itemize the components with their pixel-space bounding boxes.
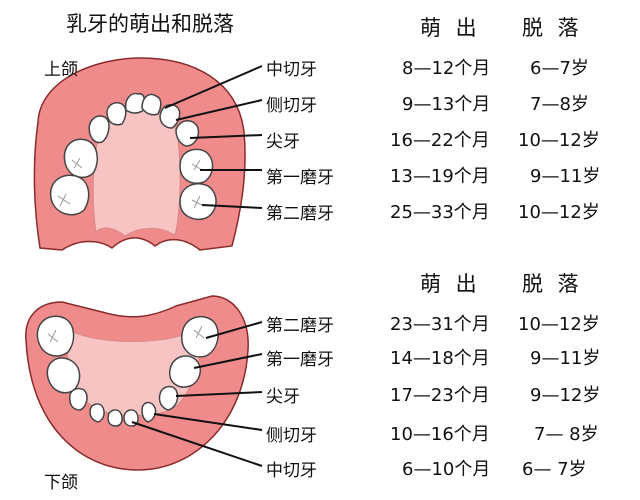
upper-tooth-name-lateral-incisor: 侧切牙 — [266, 96, 317, 116]
upper-lateral-incisor-left — [106, 102, 127, 126]
lower-canine-right — [158, 385, 179, 411]
upper-canine-left — [88, 115, 110, 144]
upper-first-molar-left — [63, 138, 99, 179]
upper-tooth-name-first-molar: 第一磨牙 — [266, 168, 334, 188]
lower-shed-second-molar: 10—12岁 — [518, 314, 600, 335]
upper-header-shed: 脱 落 — [522, 16, 583, 40]
lower-tooth-name-lateral-incisor: 侧切牙 — [266, 426, 317, 446]
upper-header-erupt: 萌 出 — [420, 16, 481, 40]
upper-erupt-lateral-incisor: 9—13个月 — [402, 94, 491, 115]
upper-tooth-name-second-molar: 第二磨牙 — [266, 204, 334, 224]
lower-shed-first-molar: 9—11岁 — [530, 348, 601, 369]
lower-tooth-name-second-molar: 第二磨牙 — [266, 316, 334, 336]
lower-erupt-second-molar: 23—31个月 — [390, 314, 490, 335]
lower-second-molar-left — [36, 315, 75, 357]
upper-central-incisor-right — [141, 93, 162, 116]
lower-tooth-name-central-incisor: 中切牙 — [266, 461, 317, 481]
lower-jaw-illustration — [25, 295, 263, 471]
upper-erupt-canine: 16—22个月 — [390, 130, 490, 151]
lower-shed-central-incisor: 6— 7岁 — [522, 459, 587, 480]
lower-erupt-first-molar: 14—18个月 — [390, 348, 490, 369]
lower-erupt-lateral-incisor: 10—16个月 — [390, 424, 490, 445]
lower-lateral-incisor-right — [141, 401, 157, 423]
lower-first-molar-right — [169, 355, 201, 388]
upper-shed-lateral-incisor: 7—8岁 — [530, 94, 589, 115]
upper-jaw-illustration — [33, 57, 263, 251]
lower-shed-canine: 9—12岁 — [530, 385, 601, 406]
lower-erupt-central-incisor: 6—10个月 — [402, 459, 491, 480]
lower-first-molar-left — [46, 357, 81, 394]
diagram-title: 乳牙的萌出和脱落 — [66, 12, 234, 36]
upper-tooth-name-central-incisor: 中切牙 — [266, 60, 317, 80]
upper-canine-right — [175, 120, 200, 147]
lower-lateral-incisor-left — [89, 403, 105, 423]
upper-shed-canine: 10—12岁 — [518, 130, 600, 151]
lower-header-erupt: 萌 出 — [420, 272, 481, 296]
upper-lateral-incisor-right — [159, 103, 181, 129]
upper-pointer-lines — [164, 65, 263, 209]
lower-pointer-lines — [131, 321, 263, 467]
upper-jaw-label: 上颌 — [44, 60, 78, 80]
lower-second-molar-right — [181, 315, 219, 358]
upper-shed-first-molar: 9—11岁 — [530, 166, 601, 187]
upper-erupt-second-molar: 25—33个月 — [390, 202, 490, 223]
lower-tooth-name-first-molar: 第一磨牙 — [266, 350, 334, 370]
lower-header-shed: 脱 落 — [522, 272, 583, 296]
lower-jaw-label: 下颌 — [44, 473, 78, 493]
lower-central-incisor-left — [107, 409, 123, 427]
upper-shed-central-incisor: 6—7岁 — [530, 58, 589, 79]
lower-canine-left — [69, 387, 88, 411]
upper-second-molar-left — [49, 174, 90, 216]
upper-second-molar-right — [179, 182, 217, 220]
upper-erupt-first-molar: 13—19个月 — [390, 166, 490, 187]
upper-shed-second-molar: 10—12岁 — [518, 202, 600, 223]
upper-central-incisor-left — [124, 92, 146, 114]
upper-erupt-central-incisor: 8—12个月 — [402, 58, 491, 79]
lower-tooth-name-canine: 尖牙 — [266, 387, 300, 407]
lower-erupt-canine: 17—23个月 — [390, 385, 490, 406]
upper-tooth-name-canine: 尖牙 — [266, 132, 300, 152]
lower-shed-lateral-incisor: 7— 8岁 — [534, 424, 599, 445]
